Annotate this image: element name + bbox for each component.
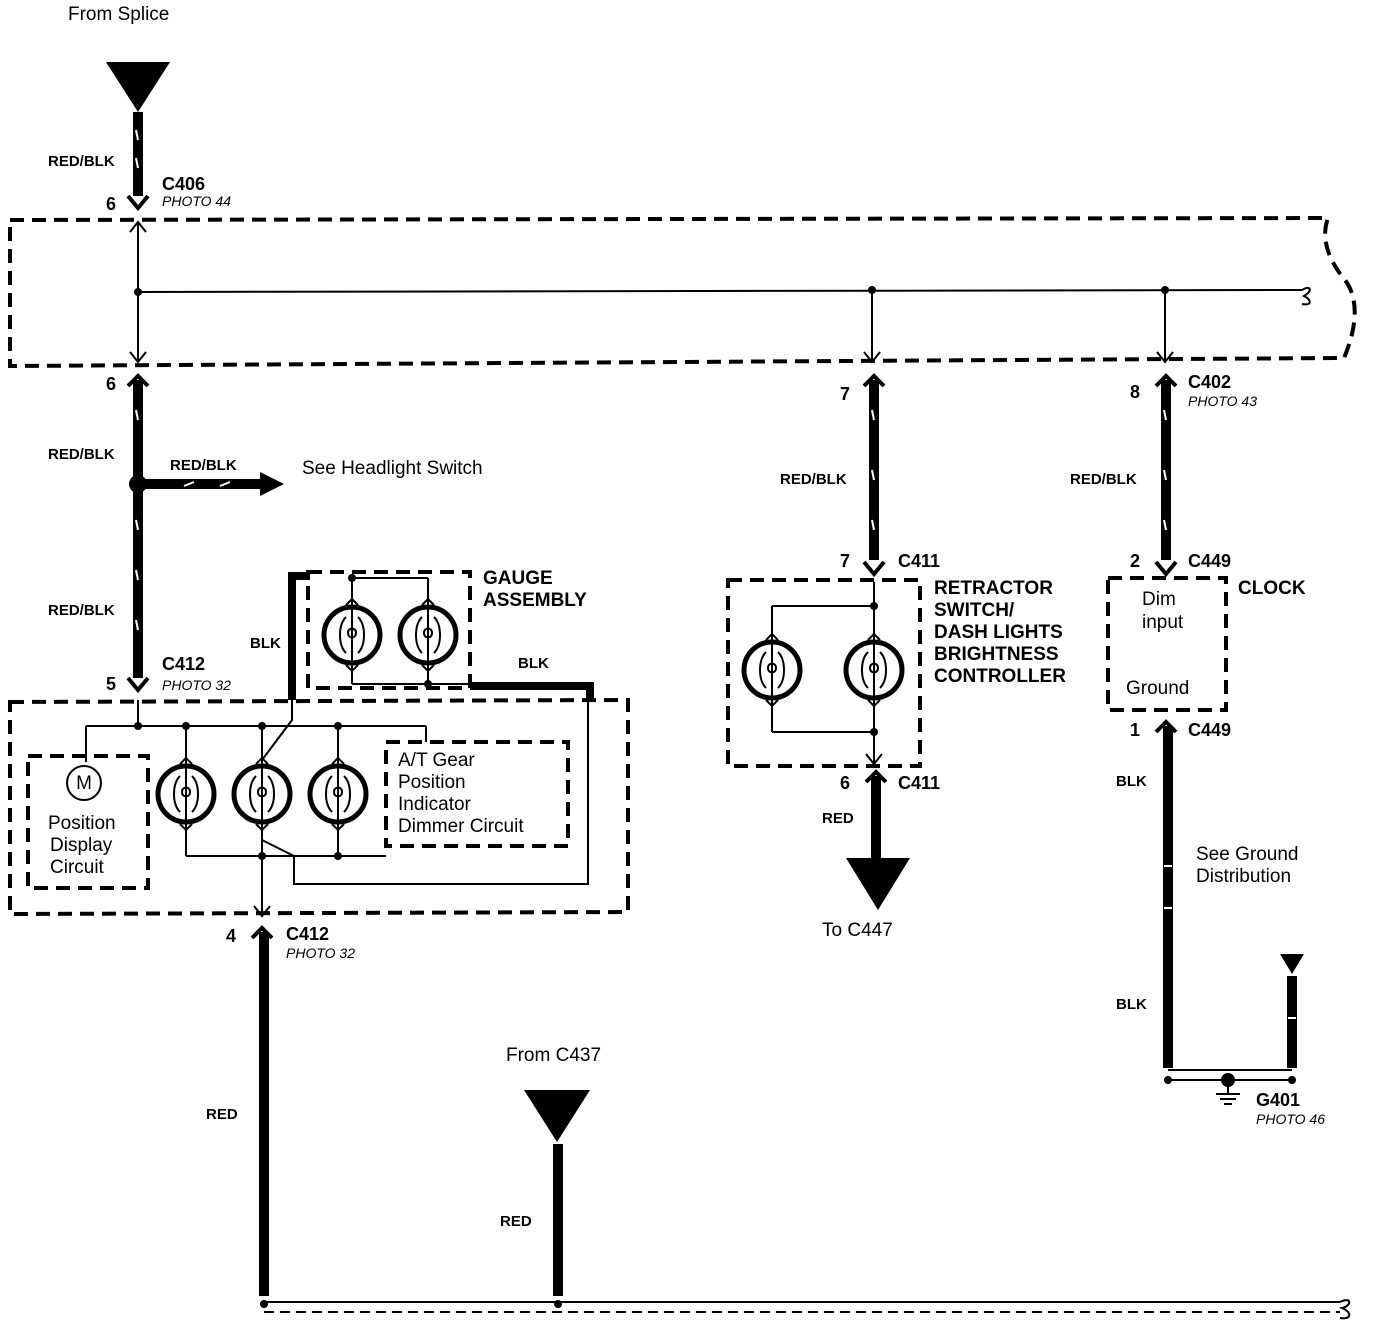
wire-blk-gauge bbox=[288, 572, 594, 702]
at-label-1: A/T Gear bbox=[398, 750, 475, 771]
motor-label: M bbox=[76, 773, 92, 794]
pin-4: 4 bbox=[226, 926, 236, 946]
c402-label: C402 bbox=[1188, 372, 1231, 392]
from-splice-label: From Splice bbox=[68, 4, 169, 25]
internal-bus-top bbox=[129, 220, 1311, 364]
retractor-title-4: BRIGHTNESS bbox=[934, 644, 1059, 665]
retractor-title-2: SWITCH/ bbox=[934, 600, 1015, 621]
wire-label-blk-4: BLK bbox=[1116, 996, 1147, 1013]
retractor-bulbs bbox=[744, 582, 902, 766]
terminal-b: B bbox=[524, 1090, 590, 1142]
c412-lower-label: C412 bbox=[286, 924, 329, 944]
position-label-1: Position bbox=[48, 813, 116, 834]
retractor-title-5: CONTROLLER bbox=[934, 666, 1066, 687]
c412-upper-label: C412 bbox=[162, 654, 205, 674]
retractor-title-3: DASH LIGHTS bbox=[934, 622, 1063, 643]
photo44-label: PHOTO 44 bbox=[162, 193, 231, 209]
ground-arrow bbox=[1280, 954, 1304, 1068]
gauge-title-1: GAUGE bbox=[483, 568, 553, 589]
wire-to-headlight-switch bbox=[138, 472, 284, 496]
pin-1: 1 bbox=[1130, 720, 1140, 740]
c411-upper-label: C411 bbox=[898, 551, 940, 571]
gauge-assembly-box bbox=[306, 570, 472, 690]
pin-7-lower: 7 bbox=[840, 551, 850, 571]
clock-title: CLOCK bbox=[1238, 578, 1306, 599]
from-c437-label: From C437 bbox=[506, 1045, 601, 1066]
pin-6-c411: 6 bbox=[840, 773, 850, 793]
terminal-e: E bbox=[846, 858, 910, 910]
c449-upper-label: C449 bbox=[1188, 551, 1231, 571]
position-display-box bbox=[26, 754, 150, 890]
c406-label: C406 bbox=[162, 174, 205, 194]
wire-label-red-blk-4: RED/BLK bbox=[780, 471, 847, 488]
gauge-bulbs bbox=[324, 574, 470, 688]
retractor-title-1: RETRACTOR bbox=[934, 578, 1053, 599]
at-gear-box bbox=[384, 740, 570, 848]
pin-8: 8 bbox=[1130, 382, 1140, 402]
dashed-enclosure-lower-left bbox=[8, 697, 630, 917]
wire-red-blk-left bbox=[129, 380, 147, 678]
c449-lower-label: C449 bbox=[1188, 720, 1231, 740]
photo46-label: PHOTO 46 bbox=[1256, 1111, 1325, 1127]
wire-label-red-2: RED bbox=[500, 1213, 532, 1230]
motor-icon bbox=[66, 765, 102, 801]
photo43-label: PHOTO 43 bbox=[1188, 393, 1257, 409]
wire-red-blk-middle bbox=[869, 380, 879, 560]
to-c447-label: To C447 bbox=[822, 920, 893, 941]
wire-label-blk-2: BLK bbox=[518, 655, 549, 672]
dim-label-1: Dim bbox=[1142, 589, 1176, 610]
wire-label-red-blk-3: RED/BLK bbox=[48, 602, 115, 619]
see-headlight-switch: See Headlight Switch bbox=[302, 458, 483, 479]
pin-6-top: 6 bbox=[106, 194, 116, 214]
see-ground-label-1: See Ground bbox=[1196, 844, 1298, 865]
wire-red-blk-right bbox=[1161, 380, 1171, 560]
at-label-4: Dimmer Circuit bbox=[398, 816, 524, 837]
wire-label-red-3: RED bbox=[822, 810, 854, 827]
at-label-3: Indicator bbox=[398, 794, 472, 815]
wire-label-red-1: RED bbox=[206, 1106, 238, 1123]
pin-5: 5 bbox=[106, 674, 116, 694]
g401-ground-icon bbox=[1164, 1069, 1296, 1105]
wire-blk-right bbox=[1163, 726, 1173, 1068]
g401-label: G401 bbox=[1256, 1090, 1300, 1110]
at-label-2: Position bbox=[398, 772, 466, 793]
svg-text:B: B bbox=[551, 1100, 564, 1121]
clock-box bbox=[1106, 576, 1228, 712]
c411-lower-label: C411 bbox=[898, 773, 940, 793]
lower-left-internal-wiring bbox=[85, 700, 589, 918]
wire-red-blk-top bbox=[133, 112, 143, 196]
ground-label: Ground bbox=[1126, 678, 1189, 699]
pin-7-top: 7 bbox=[840, 384, 850, 404]
pin-2: 2 bbox=[1130, 551, 1140, 571]
position-label-2: Display bbox=[50, 835, 113, 856]
retractor-switch-box bbox=[726, 578, 922, 768]
dim-label-2: input bbox=[1142, 612, 1184, 633]
photo32-lower-label: PHOTO 32 bbox=[286, 945, 355, 961]
position-label-3: Circuit bbox=[50, 857, 105, 878]
gauge-title-2: ASSEMBLY bbox=[483, 590, 587, 611]
wire-label-red-blk-2: RED/BLK bbox=[48, 446, 115, 463]
pin-6-lower: 6 bbox=[106, 374, 116, 394]
dashed-enclosure-top bbox=[8, 215, 1357, 369]
terminal-c: C bbox=[106, 62, 170, 112]
bottom-bus bbox=[260, 1299, 1351, 1320]
wire-label-blk-3: BLK bbox=[1116, 773, 1147, 790]
wire-label-red-blk-1: RED/BLK bbox=[48, 153, 115, 170]
wire-label-red-blk-5: RED/BLK bbox=[1070, 471, 1137, 488]
svg-text:C: C bbox=[131, 68, 145, 89]
wire-label-blk-1: BLK bbox=[250, 635, 281, 652]
photo32-upper-label: PHOTO 32 bbox=[162, 677, 231, 693]
wire-label-red-blk-branch: RED/BLK bbox=[170, 457, 237, 474]
svg-text:E: E bbox=[872, 867, 885, 888]
see-ground-label-2: Distribution bbox=[1196, 866, 1291, 887]
